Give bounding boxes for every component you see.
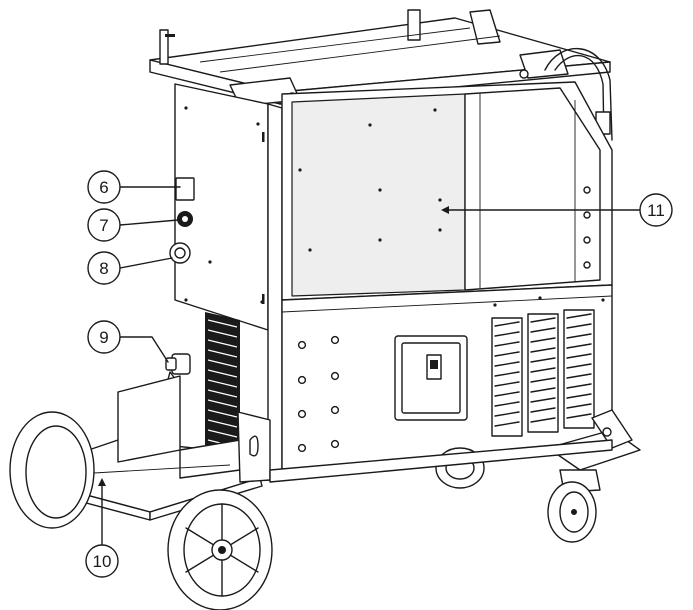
callout-7: 7 <box>87 208 179 242</box>
callout-label: 10 <box>93 552 112 571</box>
callout-8: 8 <box>87 251 173 285</box>
callout-label: 8 <box>99 259 108 278</box>
callout-label: 7 <box>99 216 108 235</box>
callout-10: 10 <box>85 478 119 578</box>
callout-label: 9 <box>99 328 108 347</box>
callout-11: 11 <box>441 193 673 227</box>
side-vent-grille <box>205 312 240 455</box>
caster-right <box>547 409 641 543</box>
base-skirt <box>269 439 613 483</box>
callout-9: 9 <box>87 320 169 363</box>
connectors <box>165 177 195 375</box>
data-socket <box>175 177 195 201</box>
callout-label: 6 <box>99 178 108 197</box>
vent-louvres <box>491 309 595 437</box>
cabinet <box>174 81 613 481</box>
callout-6: 6 <box>87 170 181 204</box>
wheel-left <box>9 411 95 529</box>
callout-label: 11 <box>647 201 665 220</box>
wheel-front <box>167 489 273 610</box>
